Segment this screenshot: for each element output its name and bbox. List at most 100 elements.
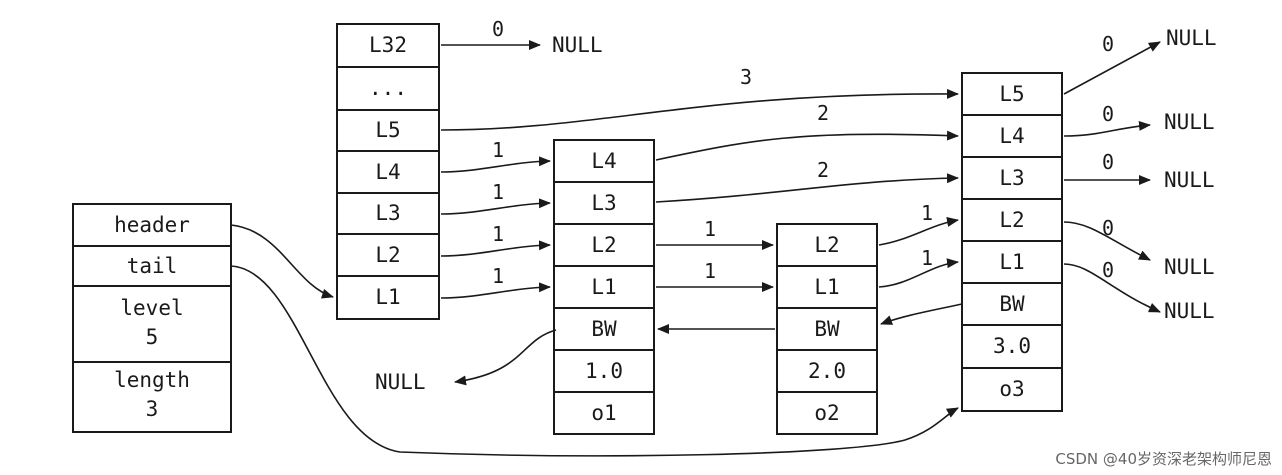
span-node3-L4: 0: [1102, 102, 1114, 126]
node3-level-L1-label: L1: [999, 250, 1024, 274]
level-value: 5: [146, 325, 159, 349]
node1-level-L4: L4: [553, 139, 655, 183]
null-node3-L5: NULL: [1166, 26, 1217, 50]
span-head-L2: 1: [492, 222, 504, 246]
level-field: level 5: [72, 285, 232, 363]
node2-L2-arrow: [878, 217, 959, 246]
level-label: level: [120, 296, 183, 320]
span-node1-L3: 2: [817, 158, 829, 182]
node1-obj: o1: [553, 391, 655, 435]
pointer-edges: [230, 40, 1161, 457]
head-level-L4: L4: [336, 150, 440, 194]
tail-label: tail: [127, 254, 178, 278]
node2-L1-arrow: [878, 258, 959, 288]
head-level-L1-label: L1: [375, 285, 400, 309]
head-L3-arrow: [440, 198, 551, 215]
span-node1-L1: 1: [704, 259, 716, 283]
head-level-L1: L1: [336, 275, 440, 320]
node3-obj: o3: [961, 367, 1063, 412]
node1-level-L2: L2: [553, 223, 655, 267]
header-pointer-arrow: [230, 224, 334, 299]
null-node3-L2: NULL: [1164, 255, 1215, 279]
length-label: length: [114, 368, 190, 392]
node3-level-L5-label: L5: [999, 82, 1024, 106]
node3-score: 3.0: [961, 324, 1063, 369]
zskiplist-struct: header tail level 5 length 3: [72, 203, 232, 433]
node3-level-L5: L5: [961, 72, 1063, 116]
header-label: header: [114, 213, 190, 237]
head-level-L5: L5: [336, 109, 440, 152]
span-node2-L1: 1: [921, 246, 933, 270]
length-field: length 3: [72, 361, 232, 433]
node1-level-L1-label: L1: [591, 275, 616, 299]
span-node1-L2: 1: [704, 217, 716, 241]
node2-level-L2: L2: [776, 223, 878, 267]
span-node1-L4: 2: [817, 101, 829, 125]
null-node3-L3: NULL: [1164, 168, 1215, 192]
node2-level-L2-label: L2: [814, 233, 839, 257]
node2-backward: BW: [776, 307, 878, 351]
node3-backward-label: BW: [999, 292, 1025, 316]
span-labels: 0 3 1 1 1 1 2 2 1 1 1 1 0 0 0 0 0: [492, 17, 1114, 288]
span-head-L1: 1: [492, 264, 504, 288]
head-L4-arrow: [440, 156, 551, 173]
node3-level-L2: L2: [961, 198, 1063, 242]
tail-pointer-arrow: [230, 265, 959, 457]
node3-score-label: 3.0: [993, 334, 1031, 358]
node1-level-L1: L1: [553, 265, 655, 309]
node3-backward: BW: [961, 282, 1063, 326]
null-node3-L1: NULL: [1164, 299, 1215, 323]
node1-level-L3-label: L3: [591, 191, 616, 215]
span-node3-L2: 0: [1102, 216, 1114, 240]
span-node2-L2: 1: [921, 201, 933, 225]
head-level-L4-label: L4: [375, 160, 400, 184]
node3-L2-arrow: [1063, 221, 1151, 261]
node2-level-L1: L1: [776, 265, 878, 309]
head-level-ellipsis: ...: [336, 66, 440, 111]
length-value: 3: [146, 397, 159, 421]
header-field: header: [72, 203, 232, 247]
node1-BW-arrow: [454, 329, 557, 386]
span-node3-L1: 0: [1102, 258, 1114, 282]
span-head-L32: 0: [492, 17, 504, 41]
node3-level-L4-label: L4: [999, 124, 1024, 148]
span-head-L4: 1: [492, 138, 504, 162]
null-node1-backward: NULL: [375, 370, 426, 394]
node3-level-L2-label: L2: [999, 208, 1024, 232]
head-level-L2: L2: [336, 233, 440, 277]
node2-obj: o2: [776, 391, 878, 435]
null-terminals: NULL NULL NULL NULL NULL NULL NULL: [375, 26, 1217, 394]
watermark-text: CSDN @40岁资深老架构师尼恩: [1055, 450, 1272, 468]
node3-level-L3-label: L3: [999, 166, 1024, 190]
head-level-L32-label: L32: [369, 33, 407, 57]
span-head-L5: 3: [740, 65, 752, 89]
node-1: L4 L3 L2 L1 BW 1.0 o1: [553, 139, 655, 435]
node3-BW-arrow: [880, 303, 963, 325]
null-node3-L4: NULL: [1164, 110, 1215, 134]
head-level-L32: L32: [336, 23, 440, 68]
span-node3-L3: 0: [1102, 150, 1114, 174]
head-level-L5-label: L5: [375, 118, 400, 142]
node2-backward-label: BW: [814, 317, 840, 341]
node-2: L2 L1 BW 2.0 o2: [776, 223, 878, 435]
node1-obj-label: o1: [591, 401, 616, 425]
node3-L5-arrow: [1063, 41, 1161, 95]
node2-score: 2.0: [776, 349, 878, 393]
node-3: L5 L4 L3 L2 L1 BW 3.0 o3: [961, 72, 1063, 412]
node1-level-L4-label: L4: [591, 149, 616, 173]
node3-level-L3: L3: [961, 156, 1063, 200]
node2-obj-label: o2: [814, 401, 839, 425]
node3-L1-arrow: [1063, 263, 1161, 313]
null-head-L32: NULL: [552, 33, 603, 57]
node1-L4-arrow: [655, 130, 959, 161]
node1-L3-arrow: [655, 173, 959, 203]
header-node: L32 ... L5 L4 L3 L2 L1: [336, 23, 440, 320]
node3-level-L4: L4: [961, 114, 1063, 158]
node1-score: 1.0: [553, 349, 655, 393]
node2-score-label: 2.0: [808, 359, 846, 383]
span-head-L3: 1: [492, 180, 504, 204]
head-level-L3: L3: [336, 192, 440, 235]
head-L5-arrow: [440, 88, 959, 131]
head-L1-arrow: [440, 282, 551, 299]
